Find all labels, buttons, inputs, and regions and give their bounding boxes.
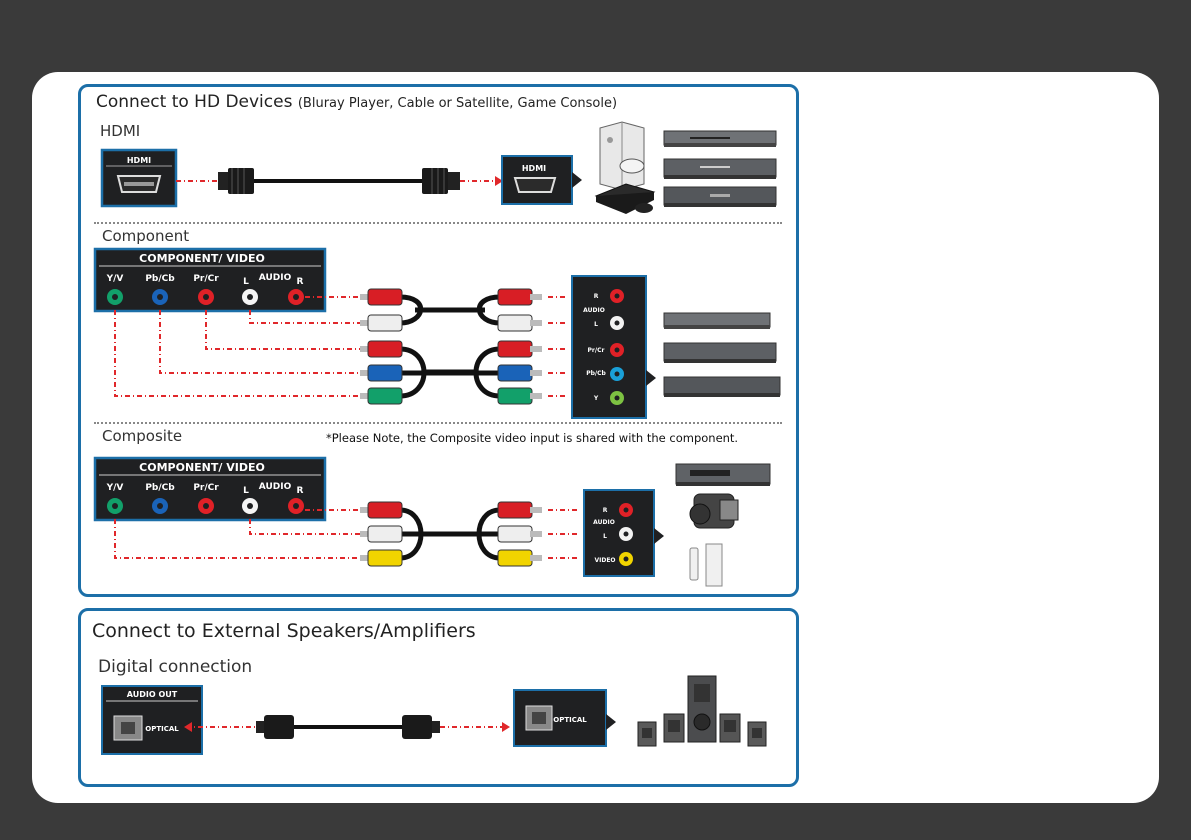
component-audio-right-label: R [297,277,304,287]
speaker-system-icon [637,675,767,747]
hdmi-port-label: HDMI [127,156,151,165]
composite-jack-label-prcr: Pr/Cr [193,483,219,493]
component-device-pb-label: Pb/Cb [586,370,606,377]
component-device-y-label: Y [593,395,599,402]
camcorder-icon [689,493,739,529]
hdmi-device-port: HDMI [501,155,582,205]
composite-device-panel: R AUDIO L VIDEO [583,489,664,577]
composite-audio-right-label: R [297,486,304,496]
divider-2 [94,422,782,424]
hd-section-title-main: Connect to HD Devices [96,92,293,112]
optical-cable [184,715,510,739]
composite-jack-label-yv: Y/V [106,483,124,493]
hdmi-label: HDMI [100,122,141,140]
component-tv-panel: COMPONENT/ VIDEO Y/V Pb/Cb Pr/Cr AUDIO L… [93,247,327,313]
component-device-l-label: L [594,321,598,328]
vcr-icon [675,463,771,486]
wii-console-icon [689,543,723,587]
composite-note: *Please Note, the Composite video input … [326,431,739,445]
component-jack-label-yv: Y/V [106,274,124,284]
hdmi-cable [176,168,503,194]
composite-audio-label: AUDIO [259,482,292,492]
divider-1 [94,222,782,224]
component-device-audio-label: AUDIO [583,307,605,314]
composite-device-audio-label: AUDIO [593,519,615,526]
component-jack-label-pbcb: Pb/Cb [145,274,175,284]
composite-device-video-label: VIDEO [594,557,615,564]
composite-device-r-label: R [603,507,608,514]
device-optical-label: OPTICAL [553,716,587,724]
component-jack-label-prcr: Pr/Cr [193,274,219,284]
composite-audio-left-label: L [243,486,249,496]
audio-out-optical-label: OPTICAL [145,725,179,733]
component-device-r-label: R [594,293,599,300]
composite-panel-title: COMPONENT/ VIDEO [139,461,265,474]
component-player-boxes [663,312,781,397]
component-panel-title: COMPONENT/ VIDEO [139,252,265,265]
speakers-panel [78,608,799,787]
component-device-panel: R AUDIO L Pr/Cr Pb/Cb Y [571,275,656,419]
audio-out-port: AUDIO OUT OPTICAL [101,685,203,755]
hdmi-tv-port: HDMI [100,148,178,208]
digital-connection-label: Digital connection [98,657,253,677]
hd-section-title-suffix: (Bluray Player, Cable or Satellite, Game… [297,96,618,111]
speakers-section-title: Connect to External Speakers/Amplifiers [92,620,476,642]
component-cables [360,288,542,405]
composite-jack-label-pbcb: Pb/Cb [145,483,175,493]
composite-label: Composite [102,427,183,445]
component-audio-left-label: L [243,277,249,287]
game-console-icon [594,121,656,214]
component-device-pr-label: Pr/Cr [588,347,605,354]
hdmi-player-boxes [663,130,777,207]
component-audio-label: AUDIO [259,273,292,283]
component-dashed-lines [114,296,568,397]
composite-device-l-label: L [603,533,607,540]
component-label: Component [102,227,190,245]
hd-section-title: Connect to HD Devices (Bluray Player, Ca… [96,92,617,112]
hdmi-device-port-label: HDMI [522,164,546,173]
composite-dashed-lines [114,509,578,559]
composite-cables [360,501,542,567]
audio-out-label: AUDIO OUT [127,690,178,699]
composite-tv-panel: COMPONENT/ VIDEO Y/V Pb/Cb Pr/Cr AUDIO L… [93,456,327,522]
optical-device-port: OPTICAL [513,689,616,747]
